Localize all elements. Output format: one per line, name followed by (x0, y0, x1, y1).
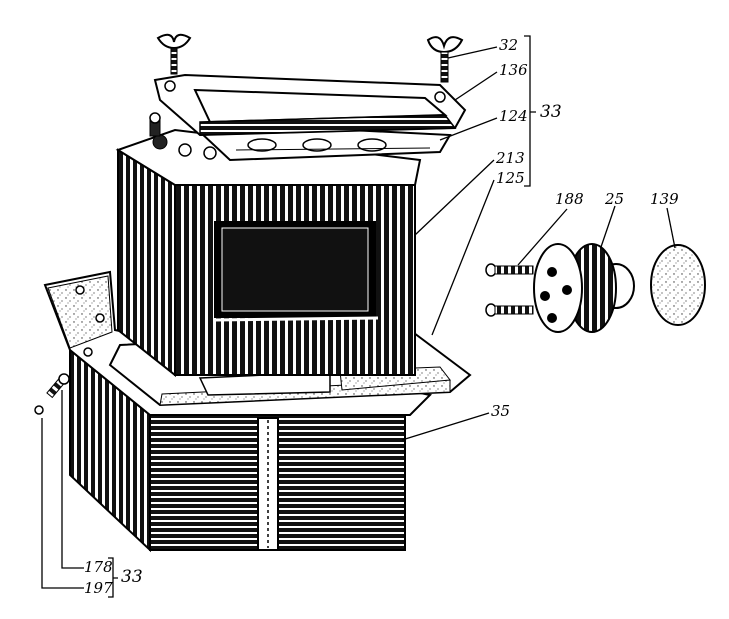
socket (533, 243, 635, 333)
callout-battery: 213 (496, 149, 525, 167)
box-strap (257, 417, 279, 551)
wing-bolt-left (156, 33, 192, 75)
cap (650, 244, 706, 326)
callout-box: 35 (491, 402, 511, 420)
callout-group-bottom: 33 (121, 567, 143, 587)
callout-bolt: 178 (84, 558, 113, 576)
callout-socket: 25 (605, 190, 625, 208)
callout-group-top: 33 (540, 102, 562, 122)
screws (485, 263, 534, 317)
callout-wing-bolt: 32 (499, 36, 519, 54)
callout-pad: 125 (496, 169, 525, 187)
wing-bolt-right (426, 36, 464, 83)
leader-lines (41, 35, 676, 598)
callout-clamp-frame: 136 (499, 61, 528, 79)
callout-cover-plate: 124 (499, 107, 528, 125)
bolt-and-washer (34, 373, 70, 415)
callout-washer: 197 (84, 579, 113, 597)
callout-screw: 188 (555, 190, 584, 208)
clamp-frame (153, 73, 467, 137)
callout-cap: 139 (650, 190, 679, 208)
